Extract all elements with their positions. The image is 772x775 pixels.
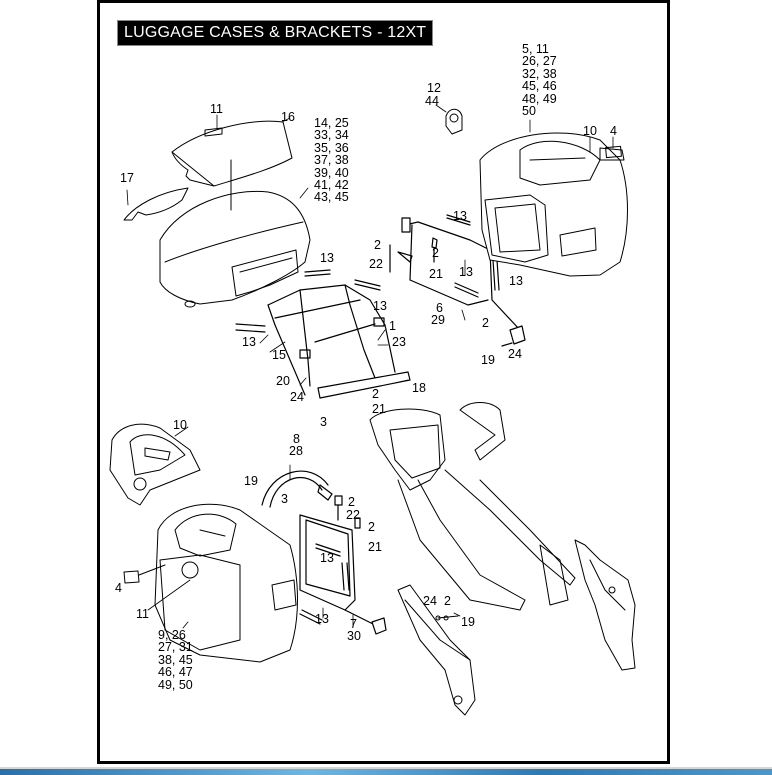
grab-handle-drawing (261, 470, 333, 508)
right-case-drawing (479, 132, 628, 277)
callout-2: 2 (348, 495, 355, 509)
callout-13: 13 (242, 335, 256, 349)
callout-text: 33, 34 (314, 128, 349, 143)
reflector-drawing (123, 187, 189, 221)
callout-13: 13 (509, 274, 523, 288)
callout-text: 37, 38 (314, 153, 349, 168)
callout-3: 3 (281, 492, 288, 506)
callout-24: 24 (423, 594, 437, 608)
callout-text: 26, 27 (522, 54, 557, 69)
callout-text: 41, 42 (314, 178, 349, 193)
callout-text: 38, 45 (158, 652, 193, 667)
callout-2: 2 (432, 246, 439, 260)
callout-11-lid: 11 (210, 102, 223, 116)
callout-30: 30 (347, 629, 361, 643)
callout-10-left: 10 (173, 418, 187, 432)
callout-23: 23 (392, 335, 406, 349)
left-case-drawing (123, 503, 298, 663)
leader-lines (126, 104, 614, 629)
callout-2: 2 (444, 594, 451, 608)
callout-13: 13 (453, 209, 467, 223)
window-bottom-edge (0, 767, 772, 769)
side-plate-drawing (574, 539, 636, 671)
callout-4-right: 4 (610, 124, 617, 138)
callout-top-case-refs: 14, 25 33, 34 35, 36 37, 38 39, 40 41, 4… (314, 117, 349, 204)
callout-13: 13 (459, 265, 473, 279)
callout-right-case-refs: 5, 11 26, 27 32, 38 45, 46 48, 49 50 (522, 42, 557, 119)
window-bottom-bar (0, 769, 772, 775)
callout-21: 21 (368, 540, 382, 554)
callout-18: 18 (412, 381, 426, 395)
top-case-drawing (159, 159, 311, 308)
tail-frame-drawing (369, 402, 576, 611)
callout-7: 7 (350, 617, 357, 631)
lower-frame-bracket-drawing (397, 584, 476, 716)
callout-19: 19 (461, 615, 475, 629)
top-case-lid-drawing (171, 120, 293, 187)
left-case-cover-drawing (109, 423, 201, 506)
callout-19: 19 (244, 474, 258, 488)
callout-text: 14, 25 (314, 116, 349, 130)
callout-text: 35, 36 (314, 140, 349, 155)
callout-21: 21 (372, 402, 386, 416)
callout-2: 2 (374, 238, 381, 252)
callout-text: 50 (522, 104, 536, 119)
callout-29: 29 (431, 313, 445, 327)
callout-22: 22 (369, 257, 383, 271)
callout-13: 13 (320, 551, 334, 565)
callout-text: 48, 49 (522, 91, 557, 106)
callout-19: 19 (481, 353, 495, 367)
callout-15: 15 (272, 348, 286, 362)
left-bracket-drawing (299, 495, 387, 635)
callout-text: 49, 50 (158, 677, 193, 692)
callout-13: 13 (320, 251, 334, 265)
callout-text: 32, 38 (522, 66, 557, 81)
callout-16: 16 (281, 110, 295, 124)
callout-text: 5, 11 (522, 42, 549, 56)
callout-text: 27, 31 (158, 640, 193, 655)
callout-44: 44 (425, 94, 439, 108)
callout-2: 2 (372, 387, 379, 401)
callout-24: 24 (290, 390, 304, 404)
callout-text: 9, 26 (158, 628, 186, 642)
callout-8: 8 (293, 432, 300, 446)
callout-1: 1 (389, 319, 396, 333)
callout-text: 43, 45 (314, 190, 349, 205)
callout-text: 45, 46 (522, 79, 557, 94)
callout-12: 12 (427, 81, 441, 95)
callout-20: 20 (276, 374, 290, 388)
lock-drawing (445, 108, 463, 135)
callout-text: 39, 40 (314, 165, 349, 180)
callout-21: 21 (429, 267, 443, 281)
callout-13: 13 (373, 299, 387, 313)
callout-17: 17 (120, 171, 134, 185)
callout-28: 28 (289, 444, 303, 458)
callout-4-left: 4 (115, 581, 122, 595)
callout-11-left: 11 (136, 607, 149, 621)
callout-22: 22 (346, 508, 360, 522)
callout-24: 24 (508, 347, 522, 361)
diagram-title: LUGGAGE CASES & BRACKETS - 12XT (117, 20, 434, 46)
callout-3: 3 (320, 415, 327, 429)
callout-10-right: 10 (583, 124, 597, 138)
callout-13: 13 (315, 612, 329, 626)
callout-text: 46, 47 (158, 665, 193, 680)
top-rack-drawing (235, 269, 411, 399)
callout-6: 6 (436, 301, 443, 315)
callout-left-case-refs: 9, 26 27, 31 38, 45 46, 47 49, 50 (158, 628, 193, 692)
callout-2: 2 (368, 520, 375, 534)
callout-2: 2 (482, 316, 489, 330)
